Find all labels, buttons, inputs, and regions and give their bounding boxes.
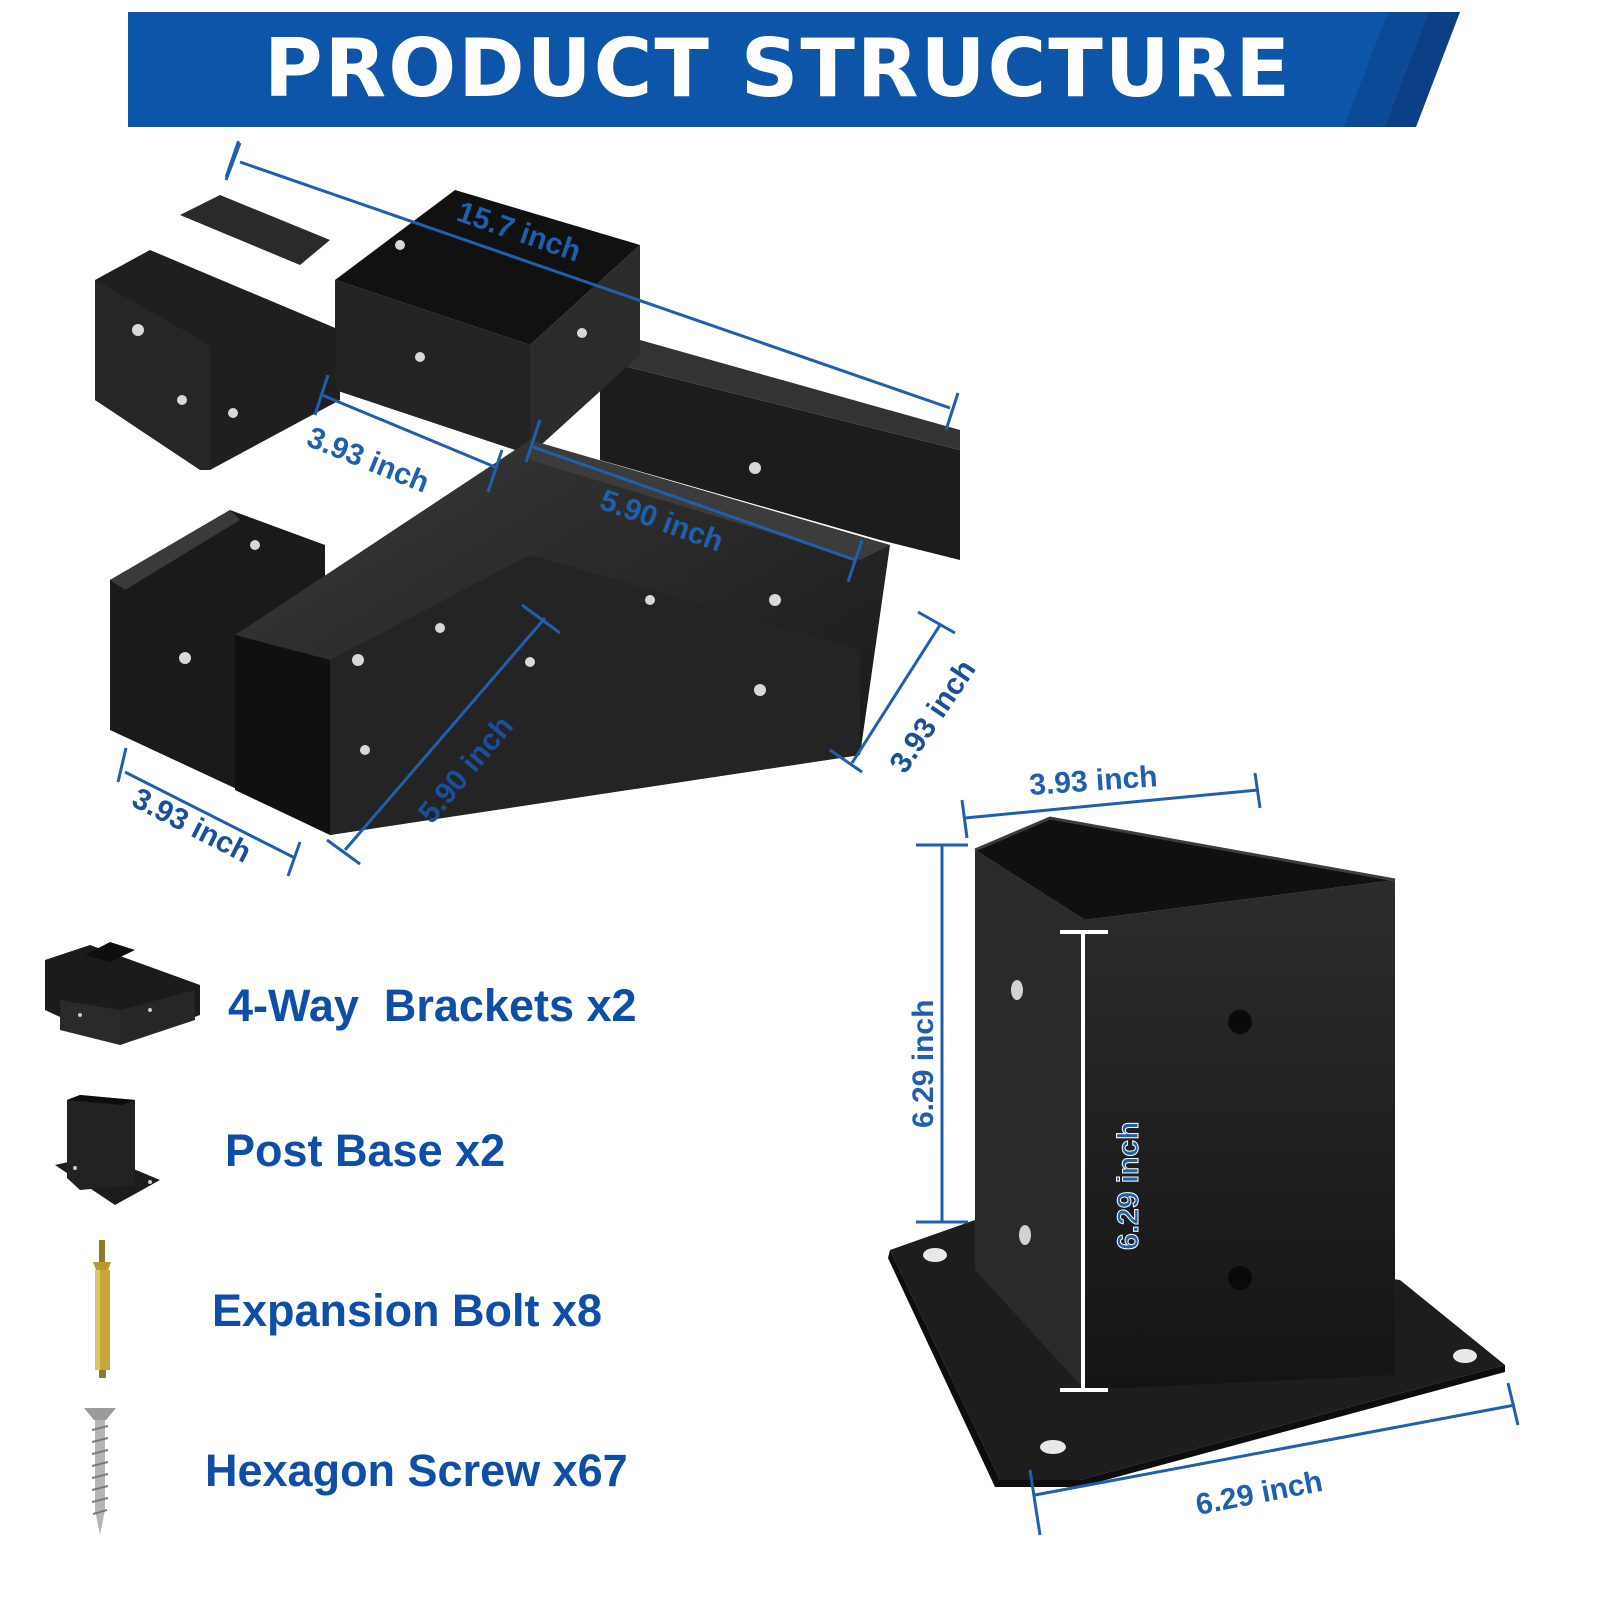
part-label-hexagon-screw: Hexagon Screw x67 — [205, 1445, 628, 1496]
expansion-bolt-icon — [93, 1240, 111, 1378]
banner-background — [128, 12, 1460, 127]
dim-left-height: 3.93 inch — [127, 782, 256, 870]
dim-right-height: 3.93 inch — [883, 654, 982, 779]
post-base-icon — [55, 1095, 160, 1205]
part-label-post-base: Post Base x2 — [225, 1125, 506, 1176]
four-way-bracket-drawing: 15.7 inch 3.93 inch 5.90 inch 3.93 inch … — [95, 140, 983, 877]
four-way-bracket-icon — [45, 942, 200, 1045]
page-title: PRODUCT STRUCTURE — [264, 22, 1292, 115]
dim-outer-height: 6.29 inch — [907, 1000, 940, 1128]
dim-top-width: 3.93 inch — [1028, 760, 1158, 802]
title-banner: PRODUCT STRUCTURE — [128, 12, 1460, 127]
dim-inner-height: 6.29 inch — [1112, 1122, 1145, 1250]
part-label-brackets: 4-Way Brackets x2 — [228, 980, 637, 1031]
dim-plate-width: 6.29 inch — [1193, 1465, 1325, 1522]
post-base-drawing: 3.93 inch 6.29 inch 6.29 inch 6.29 inch — [888, 760, 1520, 1536]
part-label-expansion-bolt: Expansion Bolt x8 — [212, 1285, 603, 1336]
hexagon-screw-icon — [84, 1408, 116, 1535]
